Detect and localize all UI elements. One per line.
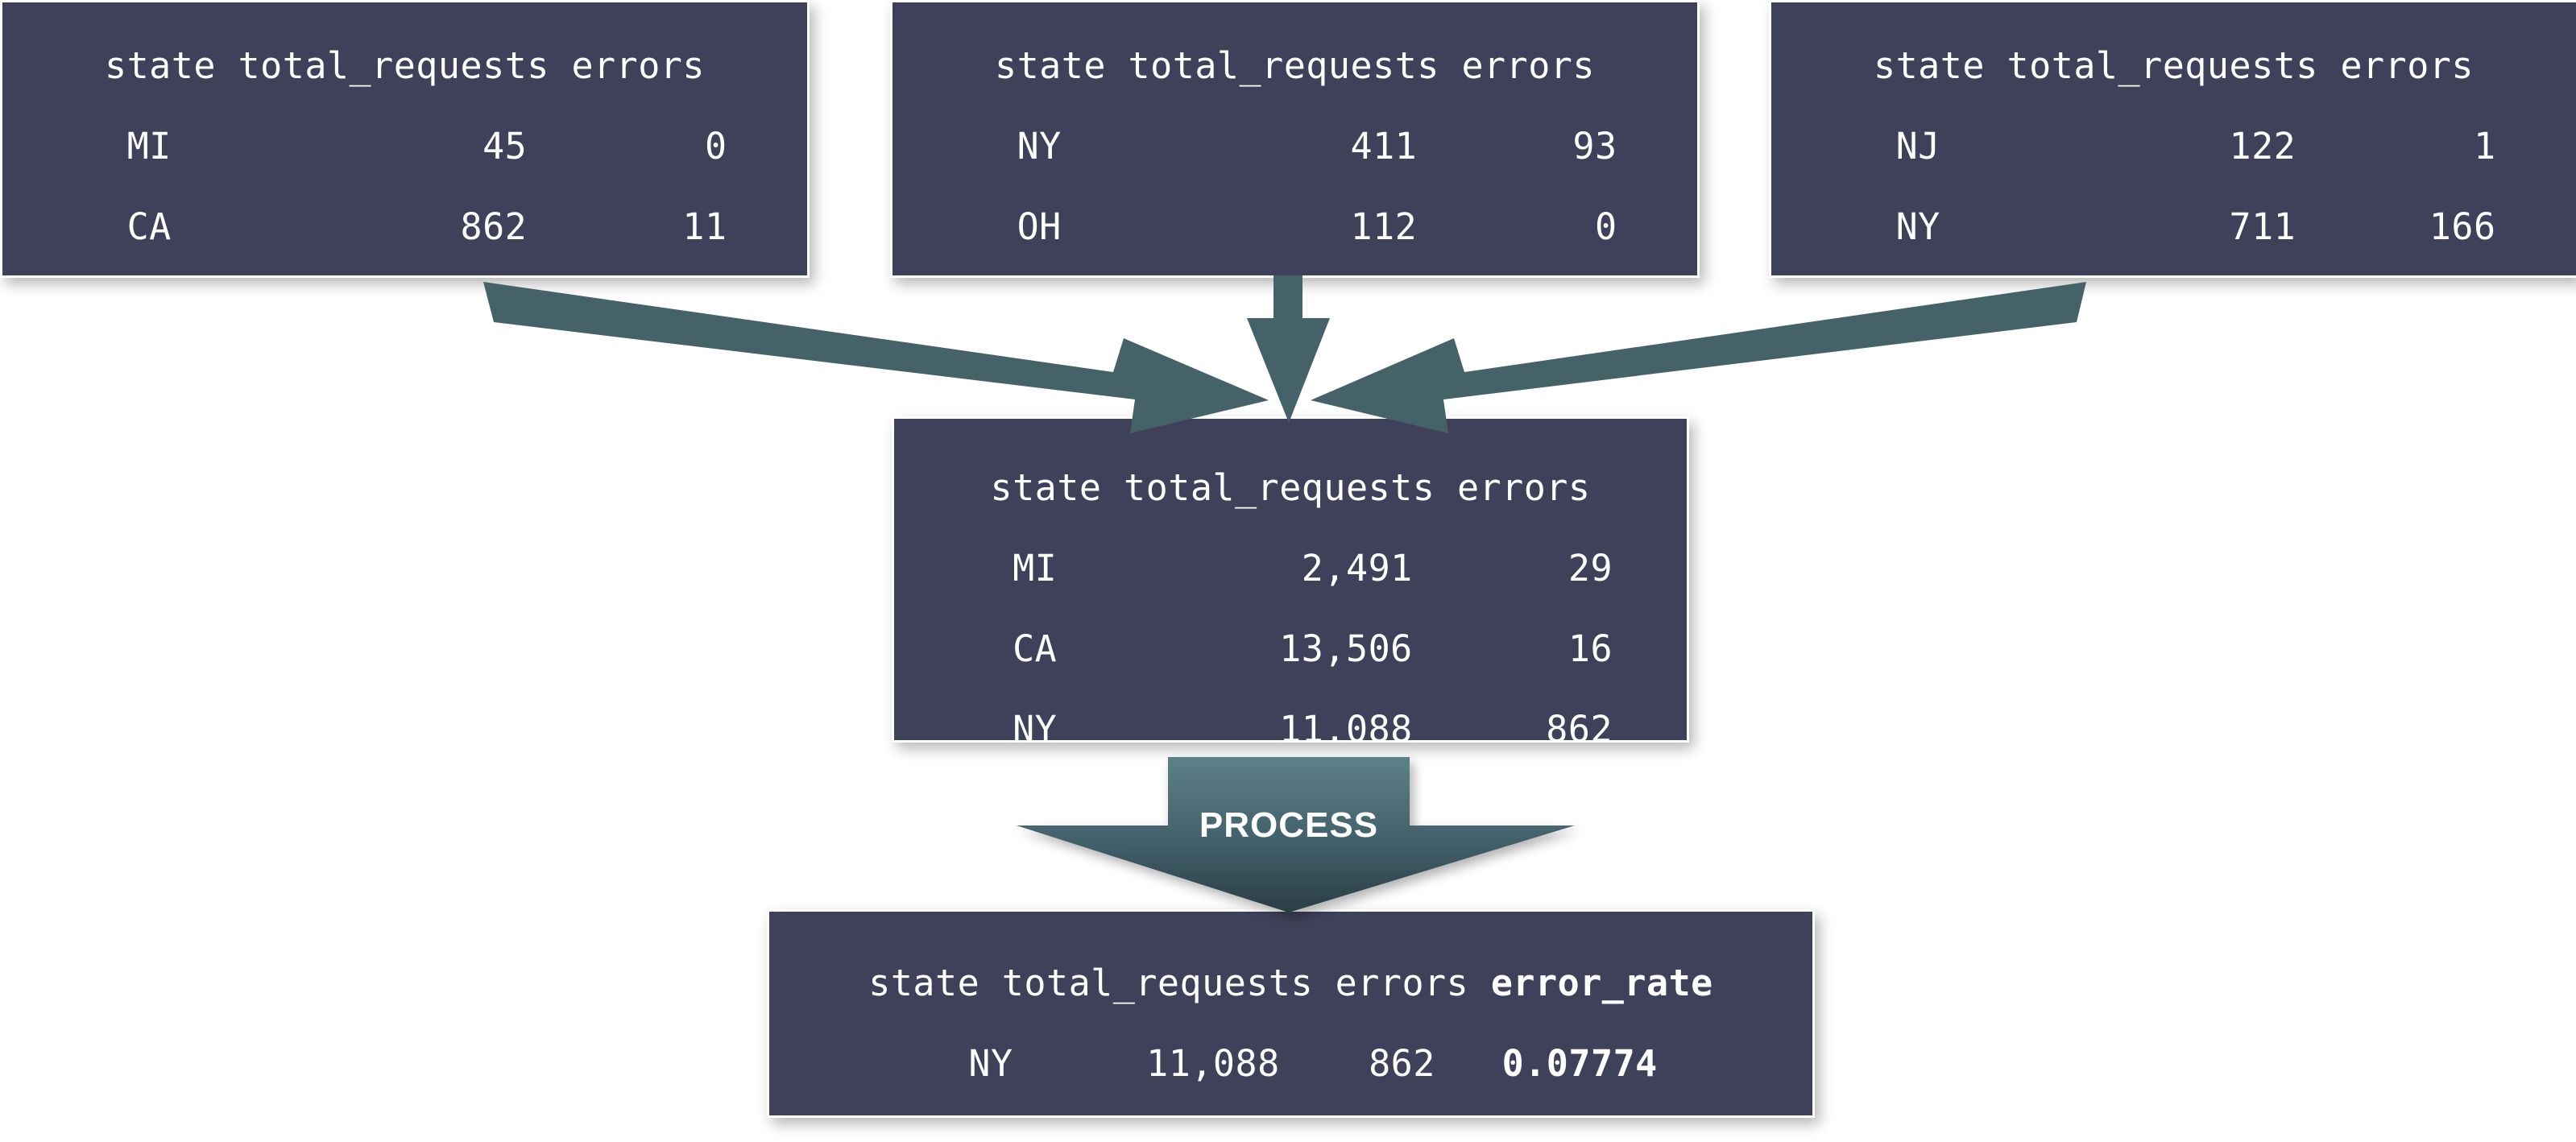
merged-table-header: state total_requests errors — [990, 466, 1591, 509]
source-table-3: state total_requests errors NJ 122 1 NY … — [1769, 0, 2576, 278]
table-row: NJ 122 1 — [1851, 125, 2496, 168]
result-table-body: state total_requests errors error_rate N… — [769, 912, 1812, 1115]
result-header-plain: state total_requests errors — [868, 962, 1491, 1004]
table-row: MI 45 0 — [82, 125, 727, 168]
result-row-error-rate: 0.07774 — [1501, 1042, 1658, 1085]
source-table-2-body: state total_requests errors NY 411 93 OH… — [892, 2, 1697, 275]
result-table: state total_requests errors error_rate N… — [767, 909, 1815, 1118]
source-table-1-header: state total_requests errors — [105, 44, 705, 87]
source-table-3-body: state total_requests errors NJ 122 1 NY … — [1771, 2, 2576, 275]
result-header-error-rate: error_rate — [1490, 962, 1713, 1004]
table-row: NY 411 93 — [972, 125, 1617, 168]
source-table-3-header: state total_requests errors — [1874, 44, 2474, 87]
table-row: OH 112 0 — [972, 205, 1617, 248]
table-row: NY 711 166 — [1851, 205, 2496, 248]
process-arrow-label: PROCESS — [1199, 805, 1379, 845]
result-row-plain: NY 11,088 862 — [924, 1042, 1502, 1085]
arrow-merge-left — [483, 282, 1269, 433]
arrow-merge-center — [1247, 275, 1330, 423]
table-row: CA 862 11 — [82, 205, 727, 248]
table-row: NY 11,088 862 — [967, 708, 1613, 743]
table-row: MI 2,491 29 — [967, 547, 1613, 590]
table-row: NY 11,088 862 0.07774 — [769, 1039, 1812, 1089]
source-table-2: state total_requests errors NY 411 93 OH… — [890, 0, 1700, 278]
source-table-1: state total_requests errors MI 45 0 CA 8… — [0, 0, 810, 278]
table-row: CA 13,506 16 — [967, 627, 1613, 670]
merged-table-body: state total_requests errors MI 2,491 29 … — [894, 419, 1687, 743]
arrow-merge-right — [1311, 282, 2086, 433]
merged-table: state total_requests errors MI 2,491 29 … — [892, 416, 1689, 743]
result-table-header: state total_requests errors error_rate — [769, 942, 1812, 1008]
source-table-2-header: state total_requests errors — [995, 44, 1595, 87]
source-table-1-body: state total_requests errors MI 45 0 CA 8… — [2, 2, 807, 275]
